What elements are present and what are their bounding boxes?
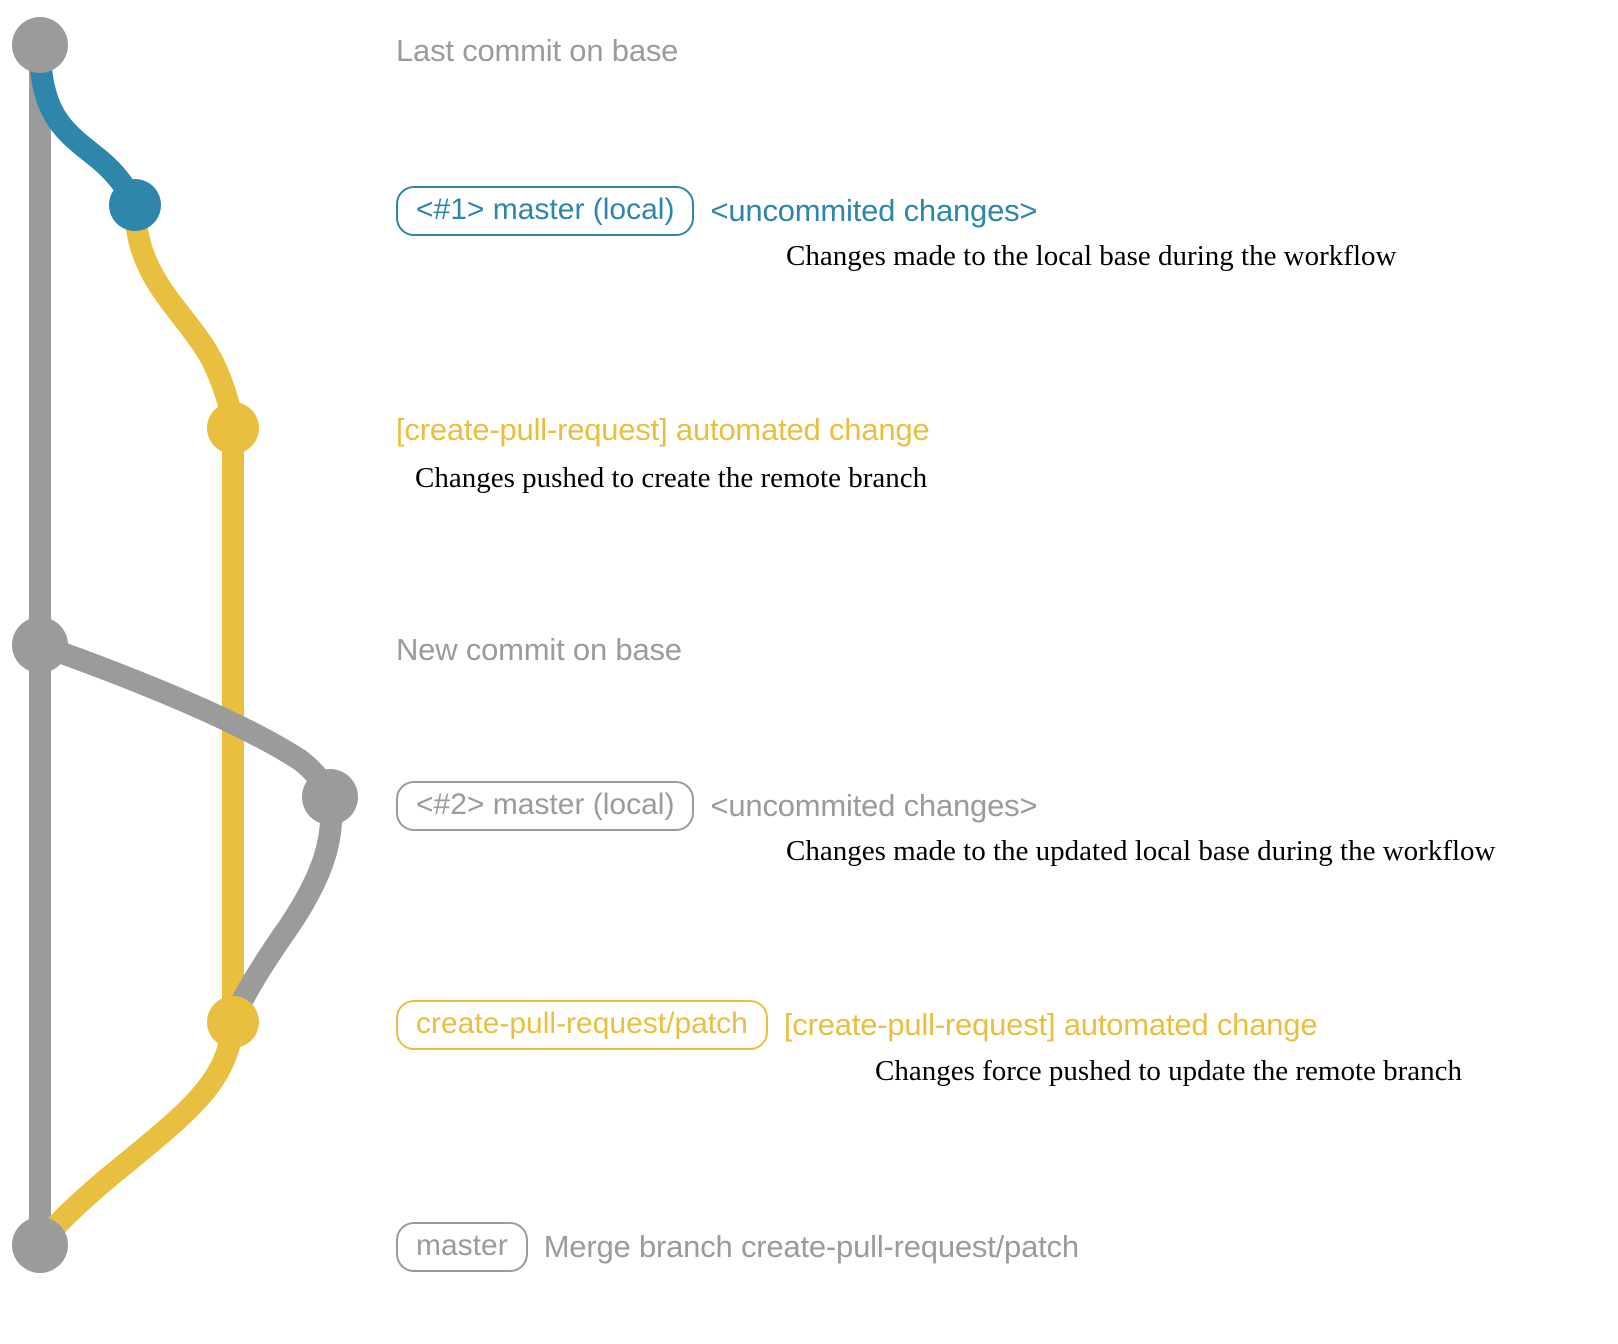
commit-message-last-commit-on-base: Last commit on base [396,33,679,68]
row-master-merge: master Merge branch create-pull-request/… [396,1222,1079,1272]
commit-message-master-local-1: <uncommited changes> [710,192,1038,228]
commit-node-base-bot[interactable] [12,1217,68,1273]
edge-local2-to-patch2 [222,786,343,1033]
row-master-local-2: <#2> master (local) <uncommited changes> [396,781,1038,831]
description-master-local-1: Changes made to the local base during th… [786,240,1397,272]
commit-node-local-1[interactable] [109,179,161,231]
commit-node-local-2[interactable] [302,769,358,825]
commit-nodes [12,17,358,1273]
branch-badge-master-local-1[interactable]: <#1> master (local) [396,186,695,236]
branch-badge-master[interactable]: master [396,1222,528,1272]
row-patch-branch: create-pull-request/patch [create-pull-r… [396,1000,1318,1050]
commit-message-automated-change-1: [create-pull-request] automated change [396,412,930,447]
description-automated-change-1: Changes pushed to create the remote bran… [415,462,928,494]
description-patch-branch: Changes force pushed to update the remot… [875,1055,1463,1087]
commit-node-patch-2[interactable] [207,996,259,1048]
row-last-commit-on-base: Last commit on base [396,33,678,69]
commit-node-base-top[interactable] [12,17,68,73]
commit-node-patch-1[interactable] [207,402,259,454]
commit-graph [12,17,358,1273]
commit-message-master-local-2: <uncommited changes> [710,787,1038,823]
branch-badge-master-local-2[interactable]: <#2> master (local) [396,781,695,831]
row-automated-change-1: [create-pull-request] automated change [396,412,930,448]
commit-message-master-merge: Merge branch create-pull-request/patch [543,1228,1079,1264]
row-master-local-1: <#1> master (local) <uncommited changes> [396,186,1038,236]
commit-message-new-commit-on-base: New commit on base [396,632,682,667]
commit-node-base-mid[interactable] [12,617,68,673]
row-new-commit-on-base: New commit on base [396,632,682,668]
branch-badge-create-pull-request-patch[interactable]: create-pull-request/patch [396,1000,768,1050]
commit-message-patch-branch: [create-pull-request] automated change [783,1006,1318,1042]
description-master-local-2: Changes made to the updated local base d… [786,835,1496,867]
